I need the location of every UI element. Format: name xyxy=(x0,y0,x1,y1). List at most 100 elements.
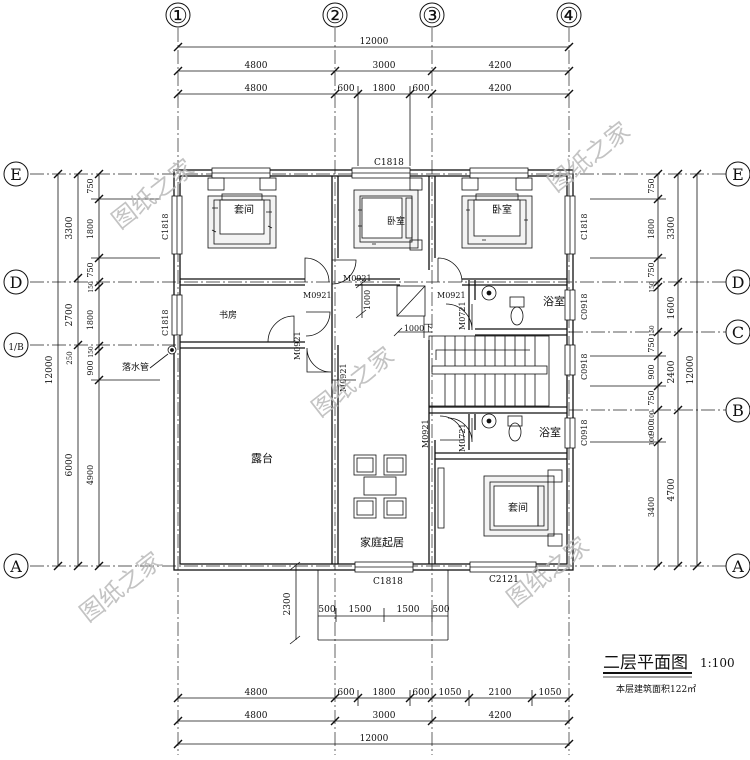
stair-down-label: 下 xyxy=(424,324,433,334)
dim-bottom-r2-b: 3000 xyxy=(373,711,396,721)
dim-left-total: 12000 xyxy=(45,355,55,384)
balcony-dimension-lines xyxy=(289,279,449,645)
window-tag-c1818-top: C1818 xyxy=(374,158,404,168)
dim-right-in-k: 100 xyxy=(649,434,656,446)
bed-icon xyxy=(353,177,423,251)
axis-label-row-d-right: D xyxy=(732,273,745,292)
toilet-icon xyxy=(507,415,523,442)
bed-icon xyxy=(207,177,277,249)
drain-pipe-icon xyxy=(149,345,177,369)
room-label-bath-top: 浴室 xyxy=(543,294,565,308)
window-tag-c1818-bottom: C1818 xyxy=(373,577,403,587)
dim-left-mid-a: 3300 xyxy=(65,216,75,239)
dim-balcony-a: 500 xyxy=(318,605,335,615)
axis-label-row-d-left: D xyxy=(10,273,23,292)
floor-area-note: 本层建筑面积122㎡ xyxy=(616,683,696,695)
axis-label-row-e-right: E xyxy=(732,165,744,184)
dim-top-r2-a: 4800 xyxy=(245,84,268,94)
room-label-suite-top: 套间 xyxy=(234,203,254,216)
title-block: 二层平面图 1:100 本层建筑面积122㎡ xyxy=(603,653,735,695)
watermark: 图纸之家 xyxy=(306,342,399,423)
dim-bottom-r1-c: 1800 xyxy=(373,688,396,698)
axis-label-col-4: ④ xyxy=(559,4,579,29)
dim-balcony-b: 1500 xyxy=(349,605,372,615)
drain-pipe-label: 落水管 xyxy=(122,361,149,373)
dim-left-in-f: 150 xyxy=(88,346,95,358)
dim-balcony-d: 500 xyxy=(432,605,449,615)
dim-bottom-total: 12000 xyxy=(360,734,389,744)
door-swings xyxy=(267,257,473,443)
dim-right-in-b: 1800 xyxy=(647,219,656,239)
basin-icon xyxy=(481,413,497,429)
toilet-icon xyxy=(509,296,525,326)
top-dimension-lines xyxy=(173,42,574,166)
left-dimension-lines xyxy=(53,169,160,571)
dim-top-r1-b: 3000 xyxy=(373,61,396,71)
room-label-bedroom-mid: 卧室 xyxy=(387,215,405,227)
dim-stair-height: 1000 xyxy=(363,290,372,310)
room-label-family: 家庭起居 xyxy=(360,535,404,549)
window-tag-c0918-1: C0918 xyxy=(580,294,589,320)
dim-top-r2-c: 1800 xyxy=(373,84,396,94)
watermark: 图纸之家 xyxy=(74,547,167,628)
axis-label-col-2: ② xyxy=(325,4,345,29)
dim-top-r1-a: 4800 xyxy=(245,61,268,71)
dim-right-mid-a: 3300 xyxy=(667,216,677,239)
dim-bottom-r2-a: 4800 xyxy=(245,711,268,721)
axis-label-row-a-left: A xyxy=(9,557,22,576)
room-label-suite-bottom: 套间 xyxy=(508,501,528,514)
dim-left-in-c: 750 xyxy=(86,262,95,277)
dim-right-in-c: 750 xyxy=(647,262,656,277)
axis-label-row-a-right: A xyxy=(731,557,744,576)
dim-right-in-e: 150 xyxy=(649,325,656,337)
watermark: 图纸之家 xyxy=(106,154,199,235)
bed-icon xyxy=(461,177,533,249)
bed-icon xyxy=(437,467,563,547)
door-tag-m0921-b: M0921 xyxy=(343,274,372,283)
dim-bottom-r1-a: 4800 xyxy=(245,688,268,698)
window-tag-c1818-left1: C1818 xyxy=(161,214,170,240)
room-label-bedroom-right: 卧室 xyxy=(492,203,512,216)
dim-right-mid-d: 4700 xyxy=(667,478,677,501)
dim-right-in-h: 750 xyxy=(647,390,656,405)
axis-label-row-1b-left: 1/B xyxy=(8,343,24,353)
dim-left-in-b: 1800 xyxy=(86,219,95,239)
axis-label-row-e-left: E xyxy=(10,165,22,184)
right-dimension-lines xyxy=(590,169,702,571)
dim-top-total: 12000 xyxy=(360,37,389,47)
axis-label-row-c-right: C xyxy=(732,323,744,342)
dim-top-r2-e: 4200 xyxy=(489,84,512,94)
dim-left-mid-c: 6000 xyxy=(65,453,75,476)
dim-bottom-r1-e: 1050 xyxy=(439,688,462,698)
door-tag-m0921-f: M0921 xyxy=(421,419,430,448)
dim-right-in-f: 750 xyxy=(647,337,656,352)
dim-right-in-i: 100 xyxy=(649,410,656,422)
window-tag-c1818-right: C1818 xyxy=(580,214,589,240)
dim-top-r2-d: 600 xyxy=(412,84,429,94)
door-tag-m0921-e: M0921 xyxy=(339,363,348,392)
room-label-bath-bottom: 浴室 xyxy=(539,425,561,439)
dim-right-in-d: 150 xyxy=(649,281,656,293)
door-tag-m0921-a: M0921 xyxy=(303,291,332,300)
dim-left-in-h: 4900 xyxy=(86,465,95,485)
axis-label-row-b-right: B xyxy=(732,401,744,420)
dim-right-in-j: 900 xyxy=(647,420,656,435)
basin-icon xyxy=(481,285,497,301)
axis-bubbles xyxy=(3,2,750,579)
door-tag-m0921-c: M0921 xyxy=(437,291,466,300)
sofa-set-icon xyxy=(353,454,407,519)
dim-left-mid-b: 2700 xyxy=(65,303,75,326)
axis-label-col-1: ① xyxy=(168,4,188,29)
room-label-study: 书房 xyxy=(219,309,237,321)
door-tag-m0721-b: M0721 xyxy=(458,423,467,452)
dim-balcony-c: 1500 xyxy=(397,605,420,615)
axis-label-col-3: ③ xyxy=(422,4,442,29)
dim-bottom-r1-g: 1050 xyxy=(539,688,562,698)
dim-right-mid-b: 1600 xyxy=(667,296,677,319)
dim-left-mini: 250 xyxy=(66,351,74,364)
dim-left-in-d: 150 xyxy=(88,281,95,293)
dim-balcony-depth: 2300 xyxy=(283,592,293,615)
window-tag-c0918-2: C0918 xyxy=(580,354,589,380)
dim-left-in-g: 900 xyxy=(86,360,95,375)
